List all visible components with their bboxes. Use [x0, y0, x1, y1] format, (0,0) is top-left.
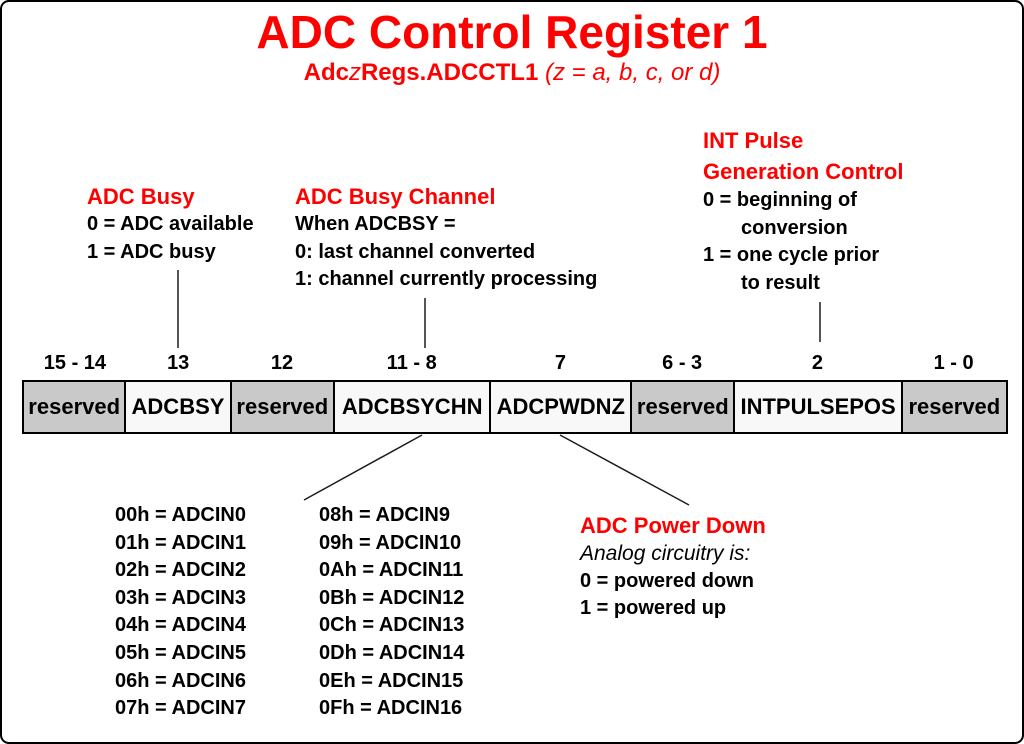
register-field-reserved-7: reserved	[902, 382, 1007, 432]
register-field-adcbsy: ADCBSY	[126, 382, 232, 432]
annotation-heading: INT Pulse	[703, 128, 804, 153]
annotation-line: When ADCBSY =	[295, 213, 456, 235]
annotation-adc-busy-channel: ADC Busy Channel When ADCBSY = 0: last c…	[295, 182, 597, 294]
channel-map-entry: 00h = ADCIN0	[115, 504, 246, 526]
annotation-line: 1 = powered up	[580, 597, 727, 619]
page-title: ADC Control Register 1	[256, 6, 768, 58]
channel-map-entry: 0Ah = ADCIN11	[319, 559, 464, 582]
annotation-int-pulse: INT Pulse Generation Control 0 = beginni…	[703, 125, 903, 297]
bit-range-label: 2	[811, 352, 823, 374]
register-field-reserved-5: reserved	[632, 382, 736, 432]
annotation-line: conversion	[741, 216, 848, 239]
channel-map-entry: 0Fh = ADCIN16	[319, 697, 463, 720]
register-field-intpulsepos: INTPULSEPOS	[735, 382, 903, 432]
register-name: AdczRegs.ADCCTL1 (z = a, b, c, or d)	[2, 59, 1022, 87]
bit-range-label: 6 - 3	[662, 352, 703, 374]
register-field-adcpwdnz: ADCPWDNZ	[491, 382, 633, 432]
bit-range-label: 1 - 0	[933, 352, 974, 374]
channel-map-entry: 09h = ADCIN10	[319, 531, 462, 554]
channel-map-right-column: 08h = ADCIN9 09h = ADCIN10 0Ah = ADCIN11 0B…	[319, 502, 464, 723]
annotation-heading: ADC Power Down	[580, 513, 766, 538]
channel-map-entry: 02h = ADCIN2	[115, 559, 246, 582]
bit-range-label: 7	[554, 352, 566, 374]
annotation-adc-busy: ADC Busy 0 = ADC available 1 = ADC busy	[87, 182, 254, 266]
annotation-line: 0 = powered down	[580, 569, 754, 592]
annotation-line: 0: last channel converted	[295, 240, 536, 263]
register-field-adcbsychn: ADCBSYCHN	[334, 382, 492, 432]
annotation-heading: ADC Busy	[87, 184, 195, 209]
channel-map-entry: 04h = ADCIN4	[115, 614, 246, 637]
channel-map-entry: 0Bh = ADCIN12	[319, 586, 465, 609]
connector-adcpwdnz-line	[559, 434, 690, 506]
annotation-line: 0 = ADC available	[87, 213, 254, 235]
bit-range-label: 12	[270, 352, 294, 374]
channel-map-entry: 0Dh = ADCIN14	[319, 641, 465, 664]
channel-map-entry: 0Eh = ADCIN15	[319, 669, 464, 692]
bit-range-label: 13	[167, 352, 190, 374]
register-name-rest: Regs.ADCCTL1	[360, 59, 539, 86]
channel-map-entry: 07h = ADCIN7	[115, 697, 246, 720]
channel-map-entry: 03h = ADCIN3	[115, 586, 246, 609]
annotation-adc-power-down: ADC Power Down Analog circuitry is: 0 = …	[580, 511, 766, 623]
annotation-subheading: Analog circuitry is:	[580, 542, 751, 565]
register-field-reserved-0: reserved	[24, 382, 127, 432]
annotation-heading: Generation Control	[703, 159, 904, 184]
bit-range-labels-row: 15 - 14 13 12 11 - 8 7 6 - 3 2 1 - 0	[22, 346, 1008, 380]
annotation-line: 1 = ADC busy	[87, 240, 216, 263]
bit-range-label: 15 - 14	[43, 352, 107, 374]
register-name-z: z	[348, 59, 361, 86]
channel-map-entry: 05h = ADCIN5	[115, 641, 246, 664]
register-name-prefix: Adc	[303, 59, 349, 86]
channel-map-entry: 01h = ADCIN1	[115, 531, 246, 554]
connector-channel-map-line	[303, 434, 423, 501]
register-field-reserved-2: reserved	[231, 382, 335, 432]
annotation-heading: ADC Busy Channel	[295, 184, 496, 209]
channel-map-left-column: 00h = ADCIN0 01h = ADCIN1 02h = ADCIN2 03h …	[115, 502, 246, 723]
annotation-line: 1 = one cycle prior	[703, 244, 880, 266]
annotation-line: to result	[741, 271, 820, 294]
register-name-note: (z = a, b, c, or d)	[544, 59, 721, 86]
annotation-line: 0 = beginning of	[703, 189, 857, 211]
bit-range-label: 11 - 8	[386, 352, 437, 374]
annotation-line: 1: channel currently processing	[295, 268, 598, 290]
channel-map-entry: 06h = ADCIN6	[115, 669, 246, 692]
channel-map-entry: 08h = ADCIN9	[319, 504, 450, 526]
channel-map-entry: 0Ch = ADCIN13	[319, 614, 465, 637]
